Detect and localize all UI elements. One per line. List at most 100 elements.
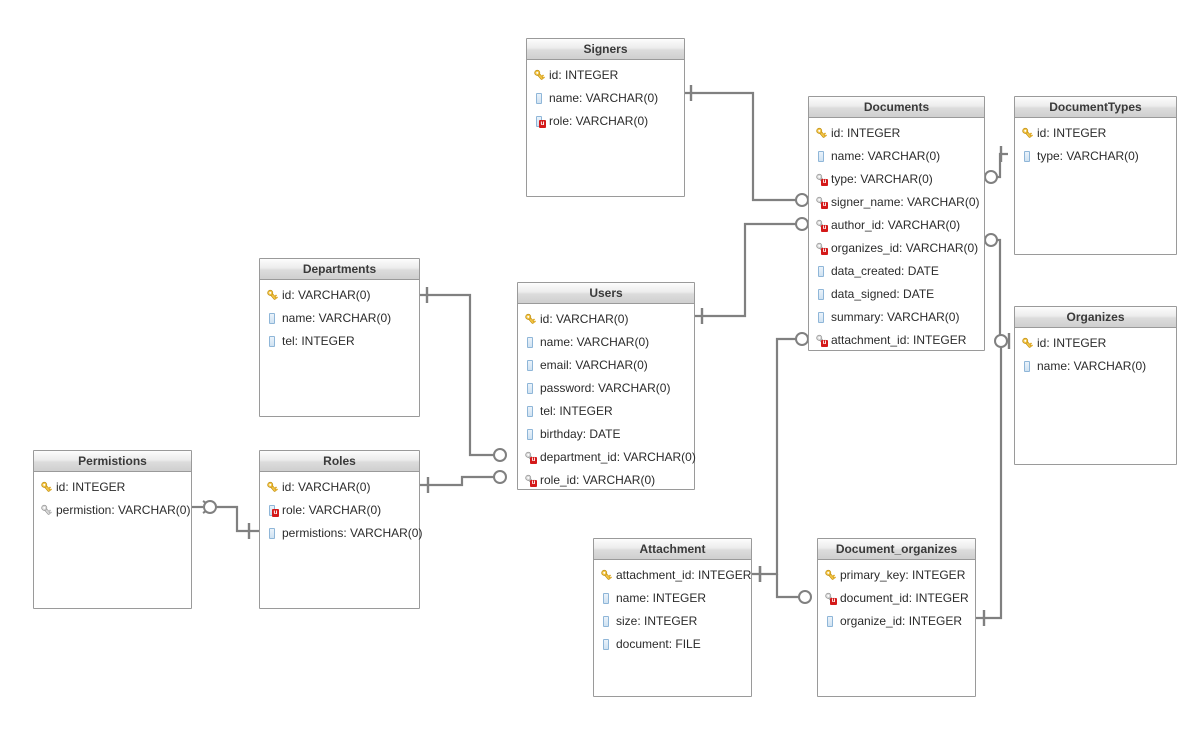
column-icon bbox=[265, 311, 280, 326]
primary-key-gold-icon bbox=[39, 480, 54, 495]
column-label: email: VARCHAR(0) bbox=[540, 358, 648, 372]
fk-badge: u bbox=[821, 179, 828, 186]
foreign-key-icon: u bbox=[823, 591, 838, 606]
table-attachment[interactable]: Attachment attachment_id: INTEGER name: IN… bbox=[593, 538, 752, 697]
column-label: attachment_id: INTEGER bbox=[616, 568, 752, 582]
column-label: name: INTEGER bbox=[616, 591, 707, 605]
column-label: size: INTEGER bbox=[616, 614, 698, 628]
column-row[interactable]: primary_key: INTEGER bbox=[818, 564, 975, 587]
column-row[interactable]: id: VARCHAR(0) bbox=[518, 308, 694, 331]
column-row[interactable]: attachment_id: INTEGER bbox=[594, 564, 751, 587]
column-row[interactable]: name: VARCHAR(0) bbox=[260, 307, 419, 330]
rel-users-documents bbox=[695, 217, 809, 324]
column-row[interactable]: password: VARCHAR(0) bbox=[518, 377, 694, 400]
primary-key-gold-icon bbox=[814, 126, 829, 141]
column-row[interactable]: id: INTEGER bbox=[527, 64, 684, 87]
column-row[interactable]: id: INTEGER bbox=[34, 476, 191, 499]
column-row[interactable]: id: INTEGER bbox=[809, 122, 984, 145]
primary-key-gold-icon bbox=[1020, 126, 1035, 141]
column-row[interactable]: name: VARCHAR(0) bbox=[527, 87, 684, 110]
column-row[interactable]: id: VARCHAR(0) bbox=[260, 476, 419, 499]
primary-key-gold-icon bbox=[823, 568, 838, 583]
column-icon bbox=[265, 334, 280, 349]
column-label: name: VARCHAR(0) bbox=[540, 335, 650, 349]
column-label: tel: INTEGER bbox=[282, 334, 355, 348]
table-header-document_organizes[interactable]: Document_organizes bbox=[818, 539, 975, 560]
column-label: role: VARCHAR(0) bbox=[549, 114, 649, 128]
column-row[interactable]: data_created: DATE bbox=[809, 260, 984, 283]
column-row[interactable]: type: VARCHAR(0) bbox=[1015, 145, 1176, 168]
column-label: document_id: INTEGER bbox=[840, 591, 969, 605]
rel-attachment-docorg bbox=[775, 574, 812, 604]
table-header-departments[interactable]: Departments bbox=[260, 259, 419, 280]
column-icon bbox=[523, 427, 538, 442]
column-icon bbox=[523, 381, 538, 396]
column-row[interactable]: email: VARCHAR(0) bbox=[518, 354, 694, 377]
column-row[interactable]: permistions: VARCHAR(0) bbox=[260, 522, 422, 545]
column-row[interactable]: organize_id: INTEGER bbox=[818, 610, 975, 633]
column-icon bbox=[523, 335, 538, 350]
column-row[interactable]: tel: INTEGER bbox=[260, 330, 419, 353]
table-header-documenttypes[interactable]: DocumentTypes bbox=[1015, 97, 1176, 118]
column-row[interactable]: birthday: DATE bbox=[518, 423, 694, 446]
column-label: signer_name: VARCHAR(0) bbox=[831, 195, 980, 209]
primary-key-gold-icon bbox=[532, 68, 547, 83]
column-row[interactable]: name: VARCHAR(0) bbox=[1015, 355, 1176, 378]
table-header-signers[interactable]: Signers bbox=[527, 39, 684, 60]
table-departments[interactable]: Departments id: VARCHAR(0)name: VARCHAR(0… bbox=[259, 258, 420, 417]
column-row[interactable]: size: INTEGER bbox=[594, 610, 751, 633]
table-header-attachment[interactable]: Attachment bbox=[594, 539, 751, 560]
column-row[interactable]: name: VARCHAR(0) bbox=[518, 331, 694, 354]
foreign-key-icon: u bbox=[814, 218, 829, 233]
column-label: author_id: VARCHAR(0) bbox=[831, 218, 961, 232]
table-users[interactable]: Users id: VARCHAR(0) name: VARCHAR(0) email… bbox=[517, 282, 696, 492]
column-row[interactable]: tel: INTEGER bbox=[518, 400, 694, 423]
column-label: name: VARCHAR(0) bbox=[549, 91, 659, 105]
column-icon bbox=[599, 591, 614, 606]
fk-badge: u bbox=[830, 598, 837, 605]
column-row[interactable]: summary: VARCHAR(0) bbox=[809, 306, 984, 329]
column-row[interactable]: name: INTEGER bbox=[594, 587, 751, 610]
unique-index-icon: u bbox=[265, 503, 280, 518]
column-row[interactable]: permistion: VARCHAR(0) bbox=[34, 499, 191, 522]
table-header-documents[interactable]: Documents bbox=[809, 97, 984, 118]
primary-key-silver-icon bbox=[39, 503, 54, 518]
rel-signers-documents bbox=[685, 85, 809, 207]
column-row[interactable]: name: VARCHAR(0) bbox=[809, 145, 984, 168]
column-row[interactable]: document: FILE bbox=[594, 633, 751, 656]
column-icon bbox=[823, 614, 838, 629]
column-label: id: INTEGER bbox=[1037, 126, 1107, 140]
column-icon bbox=[523, 358, 538, 373]
column-label: primary_key: INTEGER bbox=[840, 568, 966, 582]
column-row[interactable]: id: INTEGER bbox=[1015, 122, 1176, 145]
table-documenttypes[interactable]: DocumentTypes id: INTEGER type: VARCHAR(0) bbox=[1014, 96, 1177, 255]
column-row[interactable]: id: VARCHAR(0) bbox=[260, 284, 419, 307]
table-header-roles[interactable]: Roles bbox=[260, 451, 419, 472]
table-header-organizes[interactable]: Organizes bbox=[1015, 307, 1176, 328]
column-row[interactable]: data_signed: DATE bbox=[809, 283, 984, 306]
primary-key-gold-icon bbox=[265, 288, 280, 303]
table-header-permistions[interactable]: Permistions bbox=[34, 451, 191, 472]
table-header-users[interactable]: Users bbox=[518, 283, 694, 304]
column-row[interactable]: id: INTEGER bbox=[1015, 332, 1176, 355]
rel-attachment-documents bbox=[752, 332, 809, 582]
